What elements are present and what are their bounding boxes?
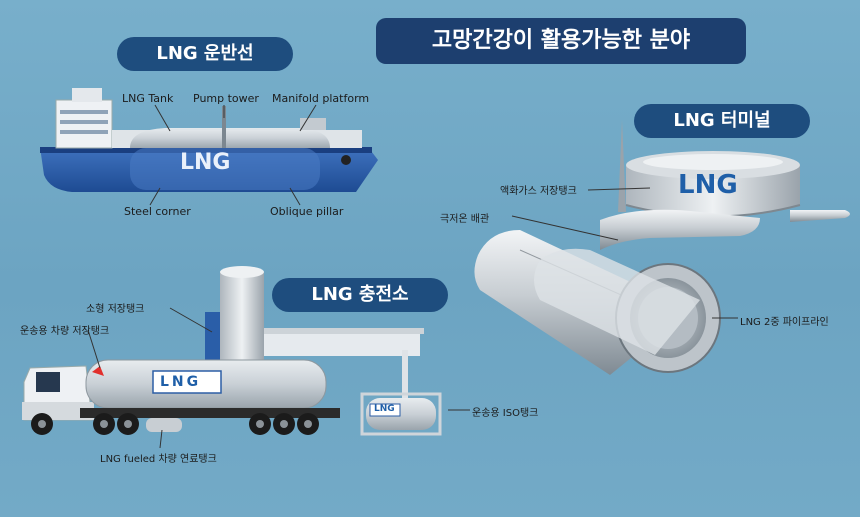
terminal-tank-lng-text: LNG [678, 170, 738, 200]
lng-charging-station [22, 266, 442, 436]
label-transport-iso-tank: 운송용 ISO탱크 [472, 408, 539, 419]
terminal-leader-lines [511, 187, 738, 319]
label-small-storage-tank: 소형 저장탱크 [86, 304, 145, 315]
lng-terminal [474, 120, 850, 375]
ship-leader-lines [149, 104, 317, 206]
heading-lng-carrier: LNG 운반선 [117, 37, 293, 71]
label-lng-tank: LNG Tank [122, 92, 174, 105]
heading-lng-station: LNG 충전소 [272, 278, 448, 312]
label-liquefied-gas-storage-tank: 액화가스 저장탱크 [500, 186, 577, 197]
label-steel-corner: Steel corner [124, 205, 191, 218]
ship-hull-lng-text: LNG [180, 150, 231, 175]
station-leader-lines [87, 307, 470, 449]
page-title: 고망간강이 활용가능한 분야 [376, 18, 746, 64]
label-oblique-pillar: Oblique pillar [270, 205, 344, 218]
label-manifold-platform: Manifold platform [272, 92, 370, 105]
truck-tank-lng-text: LNG [160, 374, 202, 390]
label-pump-tower: Pump tower [193, 92, 259, 105]
iso-tank-lng-text: LNG [374, 404, 395, 414]
label-lng-double-pipeline: LNG 2중 파이프라인 [740, 317, 829, 328]
label-lng-fueled-vehicle-fuel-tank: LNG fueled 차량 연료탱크 [100, 454, 217, 465]
label-transport-vehicle-storage-tank: 운송용 차량 저장탱크 [20, 326, 110, 337]
label-cryogenic-pipe: 극저온 배관 [440, 214, 490, 225]
lng-carrier-ship [40, 88, 378, 192]
heading-lng-terminal: LNG 터미널 [634, 104, 810, 138]
